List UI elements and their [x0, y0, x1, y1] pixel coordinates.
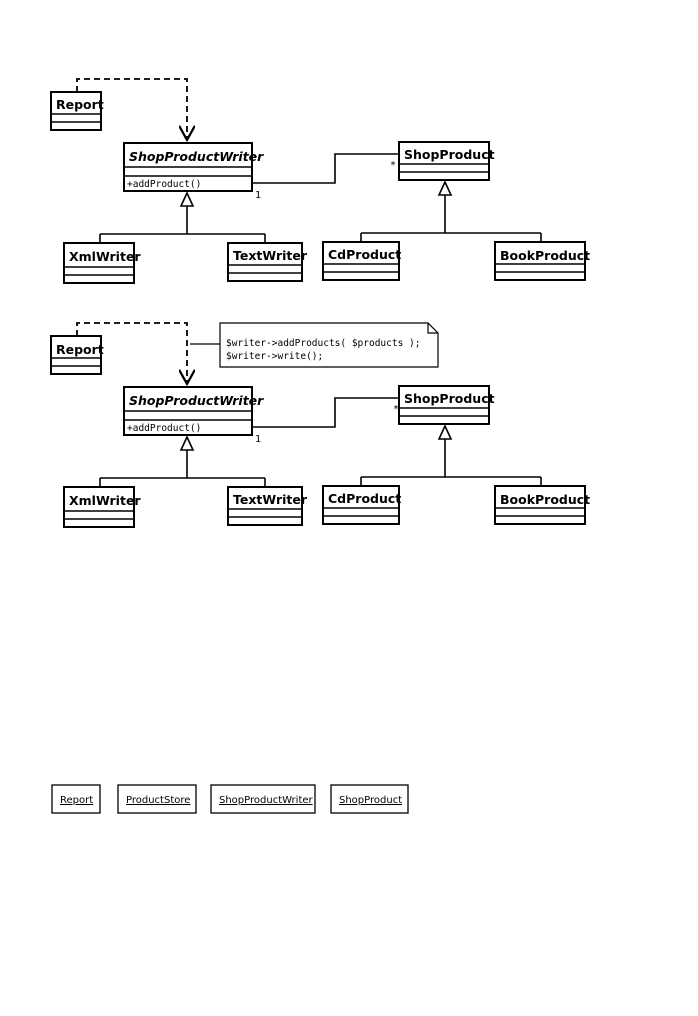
class-shop-product-writer[interactable]: ShopProductWriter +addProduct() [123, 142, 264, 192]
inheritance-products [360, 424, 542, 486]
association-line [252, 397, 399, 428]
object-product-store[interactable]: ProductStore [117, 784, 197, 814]
note-line-2: $writer->write(); [226, 351, 323, 362]
object-label: ShopProduct [339, 795, 402, 806]
class-name: Report [56, 342, 104, 357]
class-name: ShopProduct [404, 391, 495, 406]
object-label: ShopProductWriter [219, 795, 314, 806]
object-row: Report ProductStore ShopProductWriter Sh… [51, 784, 409, 814]
class-book-product[interactable]: BookProduct [494, 485, 590, 525]
inheritance-writers [99, 435, 266, 487]
multiplicity-many: * [390, 160, 396, 171]
dependency-arrow [76, 322, 187, 384]
class-name: ShopProductWriter [129, 149, 264, 164]
class-report[interactable]: Report [50, 335, 104, 375]
class-name: TextWriter [233, 492, 308, 507]
class-shop-product[interactable]: ShopProduct [398, 141, 495, 181]
class-text-writer[interactable]: TextWriter [227, 242, 308, 282]
class-name: CdProduct [328, 247, 401, 262]
object-report[interactable]: Report [51, 784, 101, 814]
class-xml-writer[interactable]: XmlWriter [63, 486, 141, 528]
class-shop-product[interactable]: ShopProduct [398, 385, 495, 425]
class-name: TextWriter [233, 248, 308, 263]
class-name: BookProduct [500, 492, 590, 507]
class-book-product[interactable]: BookProduct [494, 241, 590, 281]
multiplicity-one: 1 [255, 190, 261, 201]
class-xml-writer[interactable]: XmlWriter [63, 242, 141, 284]
class-report[interactable]: Report [50, 91, 104, 131]
association-line [252, 153, 399, 184]
class-name: Report [56, 97, 104, 112]
dependency-arrow [76, 78, 187, 140]
multiplicity-one: 1 [255, 434, 261, 445]
class-cd-product[interactable]: CdProduct [322, 241, 401, 281]
diagram-2: $writer->addProducts( $products ); $writ… [50, 322, 590, 528]
class-cd-product[interactable]: CdProduct [322, 485, 401, 525]
class-shop-product-writer[interactable]: ShopProductWriter +addProduct() [123, 386, 264, 436]
class-name: ShopProduct [404, 147, 495, 162]
object-shop-product[interactable]: ShopProduct [330, 784, 409, 814]
note-line-1: $writer->addProducts( $products ); [226, 338, 420, 349]
inheritance-products [360, 180, 542, 242]
multiplicity-many: * [393, 404, 399, 415]
class-name: CdProduct [328, 491, 401, 506]
class-name: BookProduct [500, 248, 590, 263]
class-text-writer[interactable]: TextWriter [227, 486, 308, 526]
class-name: XmlWriter [69, 249, 141, 264]
class-name: XmlWriter [69, 493, 141, 508]
object-shop-product-writer[interactable]: ShopProductWriter [210, 784, 316, 814]
object-label: ProductStore [126, 795, 190, 806]
note: $writer->addProducts( $products ); $writ… [219, 322, 439, 368]
method-label: +addProduct() [127, 179, 201, 190]
method-label: +addProduct() [127, 423, 201, 434]
object-label: Report [60, 795, 93, 806]
class-name: ShopProductWriter [129, 393, 264, 408]
inheritance-writers [99, 191, 266, 243]
diagram-1: Report ShopProductWriter +addProduct() 1… [50, 78, 590, 284]
